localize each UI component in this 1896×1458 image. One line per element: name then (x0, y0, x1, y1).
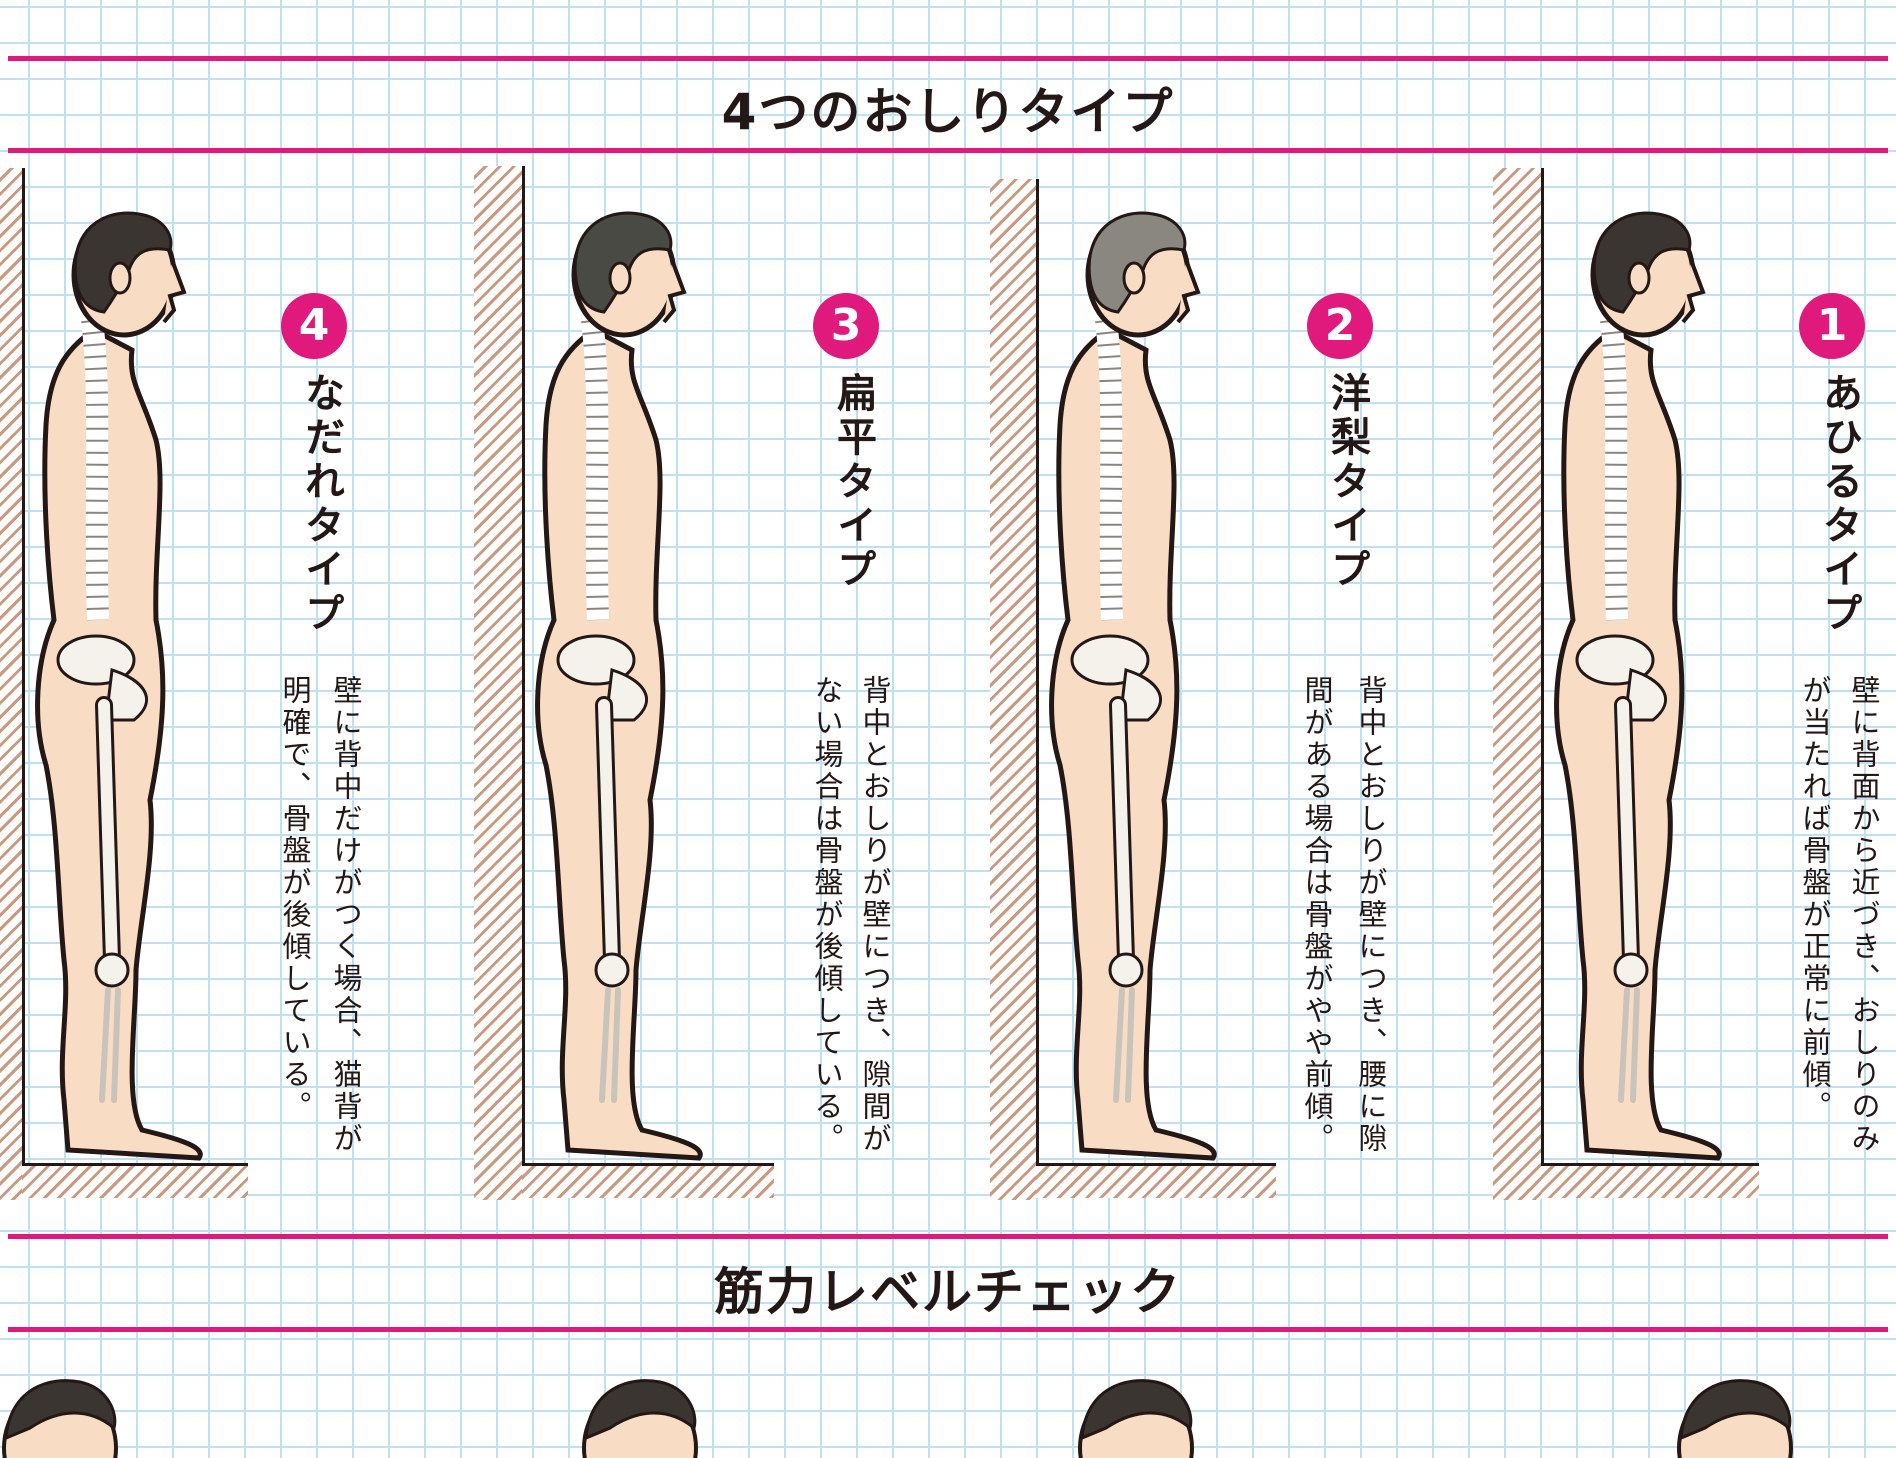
type-description-line: 間がある場合は骨盤がやや前傾。 (1300, 675, 1334, 1155)
type-description-line: ない場合は骨盤が後傾している。 (810, 675, 844, 1155)
divider-top (8, 56, 1888, 61)
type-description-line: 背中とおしりが壁につき、腰に隙 (1354, 675, 1388, 1155)
ear (1627, 261, 1651, 295)
wall-line (22, 168, 25, 1166)
divider (8, 1327, 1888, 1332)
type-title: あひるタイプ (1816, 372, 1862, 636)
type-title: なだれタイプ (298, 372, 344, 636)
floor-line (1541, 1163, 1759, 1166)
floor-line (522, 1163, 774, 1166)
section-title-hip-types: 4つのおしりタイプ (721, 83, 1175, 141)
floor-line (22, 1163, 248, 1166)
type-number-badge: 3 (813, 293, 879, 359)
wall-hatch (990, 179, 1036, 1200)
head-illustration (2, 1379, 118, 1458)
head-illustration (582, 1379, 698, 1458)
ear (1122, 261, 1146, 295)
divider (8, 148, 1888, 153)
standing-figure-illustration (1038, 200, 1238, 1165)
standing-figure-illustration (1543, 200, 1743, 1165)
type-description-line: 背中とおしりが壁につき、隙間が (858, 675, 892, 1155)
wall-hatch (0, 168, 22, 1200)
standing-figure-illustration (524, 200, 724, 1165)
standing-figure-illustration (24, 200, 224, 1165)
section-title-muscle-check: 筋力レベルチェック (714, 1263, 1182, 1321)
head-illustration (1677, 1379, 1793, 1458)
floor-hatch (522, 1166, 774, 1198)
type-description-line: 明確で、骨盤が後傾している。 (278, 675, 312, 1123)
divider (8, 1234, 1888, 1239)
floor-hatch (1541, 1166, 1759, 1198)
type-description-line: 壁に背中だけがつく場合、猫背が (329, 675, 363, 1155)
type-number-badge: 2 (1307, 293, 1373, 359)
ear (108, 261, 132, 295)
wall-hatch (474, 166, 522, 1200)
wall-line (522, 166, 525, 1166)
type-description-line: 壁に背面から近づき、おしりのみ (1847, 675, 1881, 1155)
ear (608, 261, 632, 295)
type-title: 扁平タイプ (830, 372, 876, 592)
wall-line (1541, 168, 1544, 1166)
wall-hatch (1493, 168, 1541, 1200)
type-number-badge: 4 (281, 293, 347, 359)
floor-line (1036, 1163, 1276, 1166)
type-number-badge: 1 (1799, 293, 1865, 359)
floor-hatch (1036, 1166, 1276, 1198)
wall-line (1036, 179, 1039, 1166)
head-illustration (1078, 1379, 1194, 1458)
type-title: 洋梨タイプ (1324, 372, 1370, 592)
type-description-line: が当たれば骨盤が正常に前傾。 (1798, 675, 1832, 1123)
floor-hatch (22, 1166, 248, 1198)
